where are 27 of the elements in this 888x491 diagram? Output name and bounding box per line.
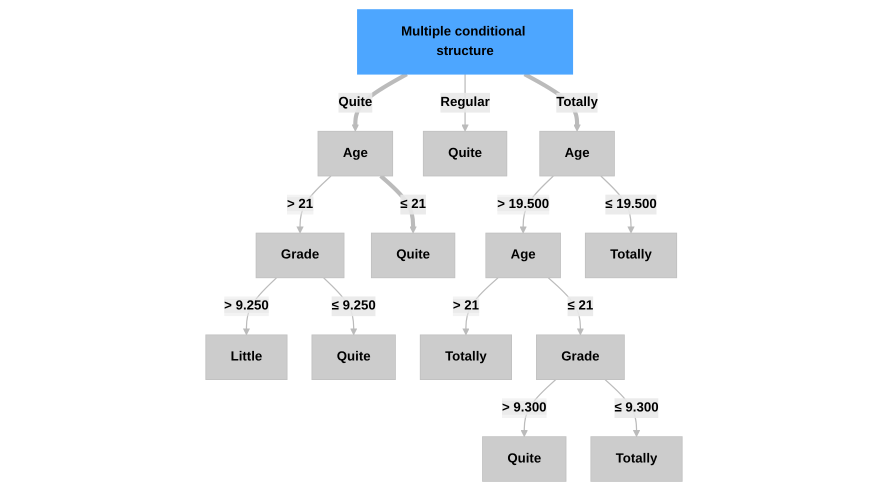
node-box: Quite — [482, 436, 566, 482]
edge-label: > 9.250 — [224, 298, 269, 313]
edge-label: ≤ 19.500 — [605, 197, 657, 212]
edge-label: Regular — [440, 95, 490, 110]
edge-label: ≤ 21 — [400, 197, 426, 212]
edge-label: ≤ 21 — [568, 298, 594, 313]
node-box: Age — [485, 232, 561, 278]
edge-label: ≤ 9.250 — [332, 298, 376, 313]
edge-label: > 9.300 — [502, 400, 547, 415]
node-box: Totally — [584, 232, 678, 278]
edge-label: Quite — [338, 95, 372, 110]
node-box: Age — [318, 130, 394, 176]
node-box: Totally — [420, 334, 512, 380]
node-box: Grade — [256, 232, 344, 278]
edge-label: > 21 — [452, 298, 479, 313]
node-box: Age — [539, 130, 615, 176]
edge-label: > 19.500 — [497, 197, 550, 212]
edge-label: > 21 — [286, 197, 314, 212]
node-box: Quite — [312, 334, 396, 380]
node-box: Multiple conditional structure — [357, 9, 574, 75]
node-box: Quite — [422, 130, 508, 176]
node-box: Quite — [370, 232, 456, 278]
node-box: Little — [205, 334, 288, 380]
node-box: Totally — [590, 436, 683, 482]
edge-label: ≤ 9.300 — [614, 400, 659, 415]
node-box: Grade — [536, 334, 625, 380]
edge-label: Totally — [556, 95, 598, 110]
